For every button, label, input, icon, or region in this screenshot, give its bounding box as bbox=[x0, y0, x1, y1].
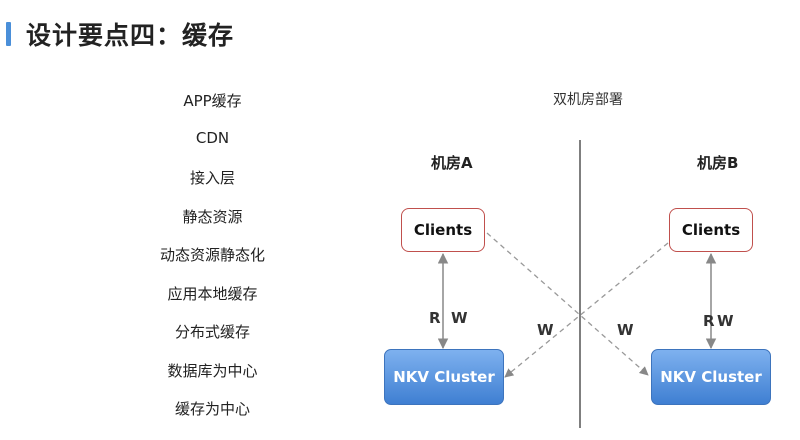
cross-write-b-label: W bbox=[617, 321, 634, 339]
list-item: APP缓存 bbox=[183, 92, 242, 110]
cross-write-b-to-a bbox=[504, 242, 669, 378]
list-item: CDN bbox=[195, 129, 230, 147]
room-a-clients-box: Clients bbox=[401, 208, 485, 252]
list-item: 应用本地缓存 bbox=[167, 285, 258, 303]
room-a-write-label: W bbox=[451, 309, 468, 327]
list-item: 接入层 bbox=[189, 169, 235, 187]
room-b-write-label: W bbox=[717, 312, 734, 330]
room-b-nkv-cluster: NKV Cluster bbox=[651, 349, 771, 405]
page-title: 设计要点四：缓存 bbox=[26, 21, 235, 50]
list-item: 静态资源 bbox=[182, 208, 243, 226]
room-a-label: 机房A bbox=[431, 154, 473, 172]
cross-write-a-to-b bbox=[486, 232, 649, 376]
diagram-caption: 双机房部署 bbox=[553, 92, 623, 108]
list-item: 数据库为中心 bbox=[167, 362, 258, 380]
list-item: 缓存为中心 bbox=[174, 400, 250, 418]
cross-write-a-label: W bbox=[537, 321, 554, 339]
title-accent-bar bbox=[6, 22, 11, 46]
room-b-label: 机房B bbox=[697, 154, 739, 172]
room-b-clients-box: Clients bbox=[669, 208, 753, 252]
room-b-read-label: R bbox=[703, 312, 715, 330]
room-a-read-label: R bbox=[429, 309, 441, 327]
list-item: 动态资源静态化 bbox=[159, 246, 265, 264]
room-a-nkv-cluster: NKV Cluster bbox=[384, 349, 504, 405]
list-item: 分布式缓存 bbox=[174, 323, 250, 341]
